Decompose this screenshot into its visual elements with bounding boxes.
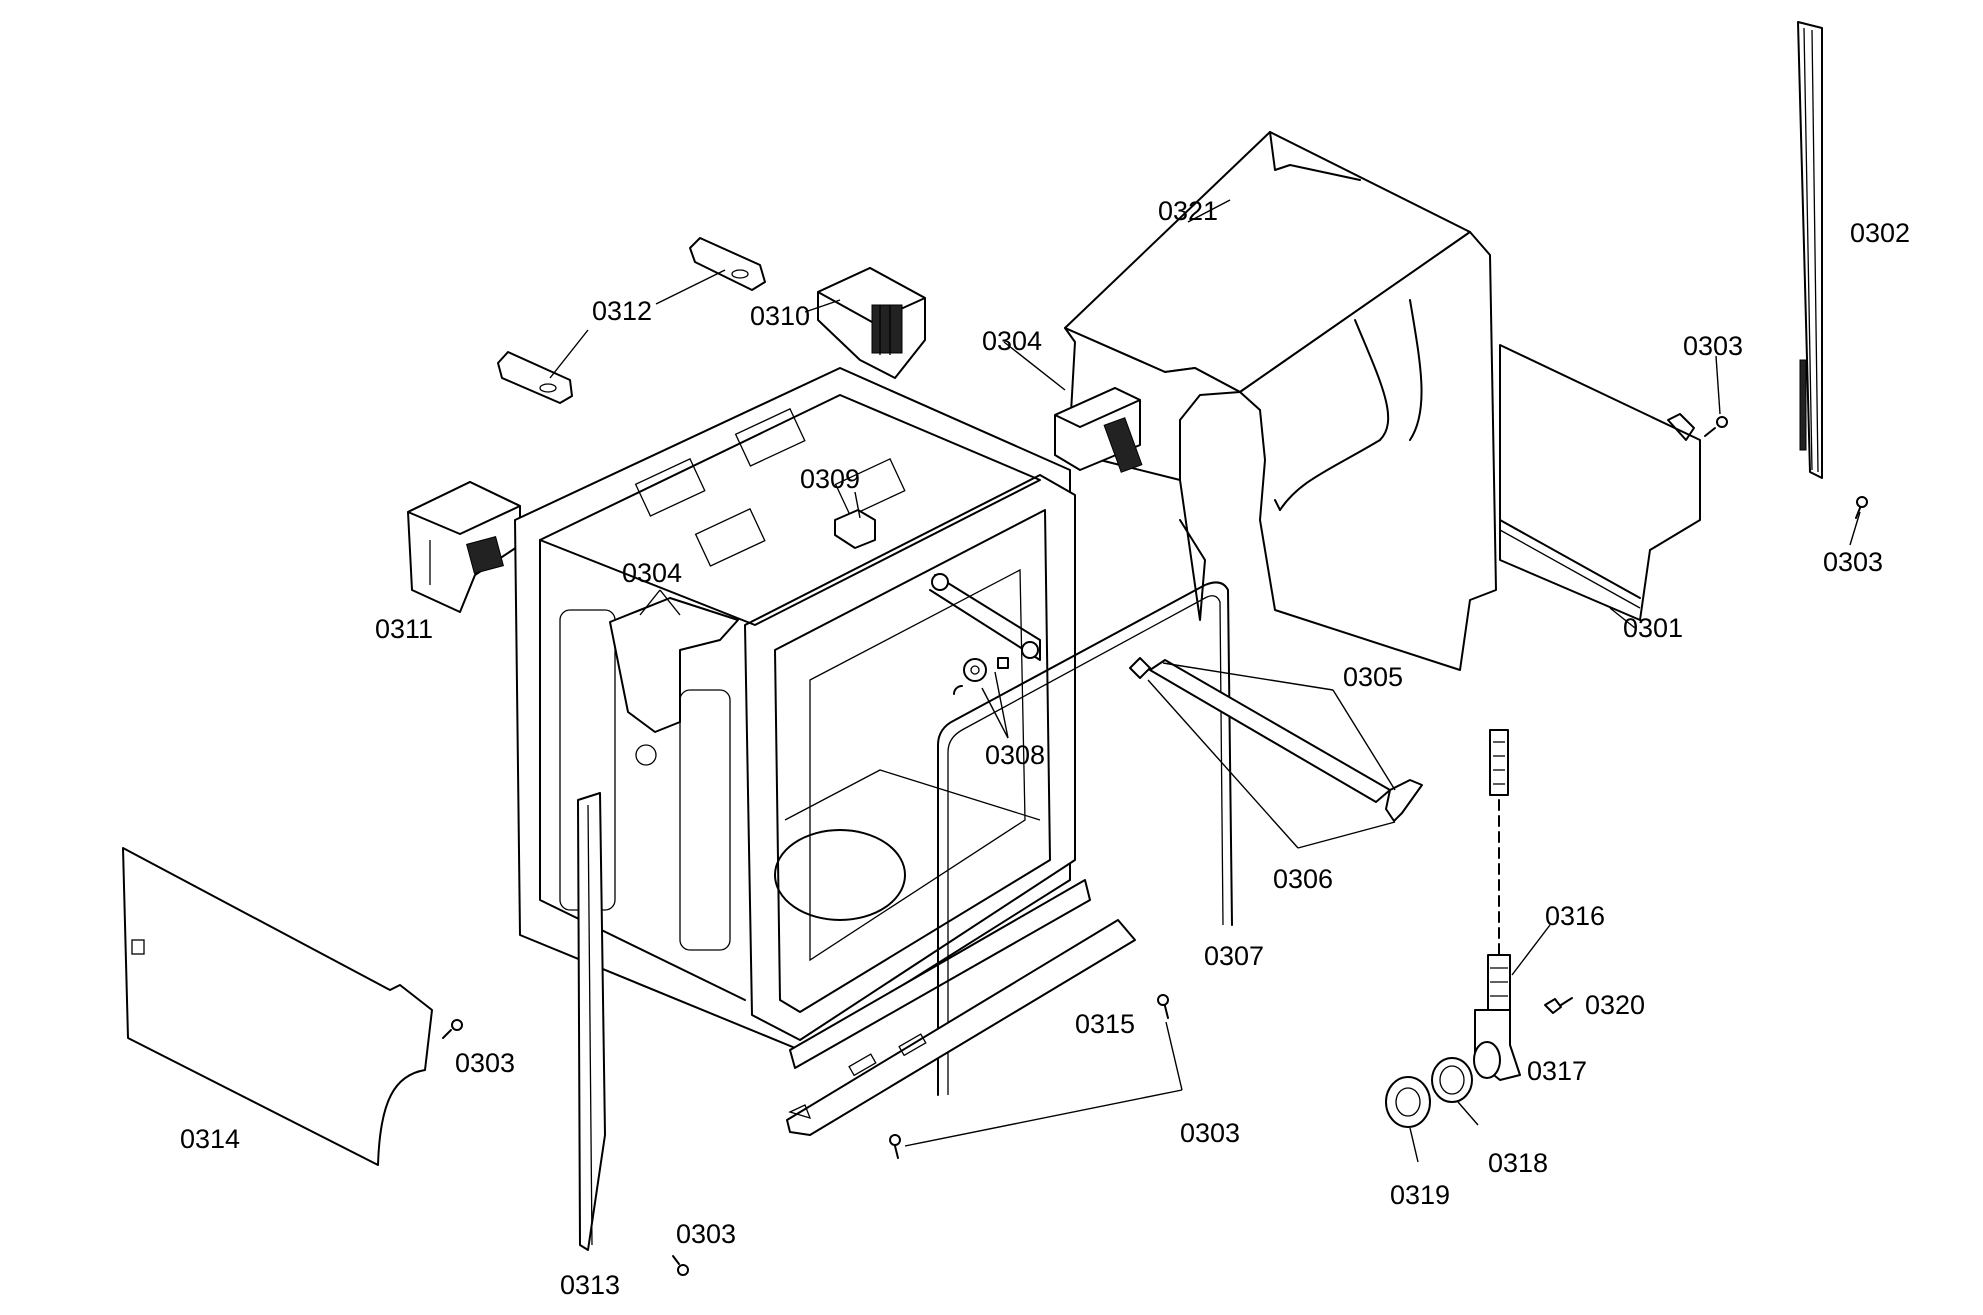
label-0304-upper: 0304: [982, 326, 1042, 356]
part-0304-bracket-upper: [1054, 387, 1143, 473]
part-0321-cover-box: [1064, 131, 1497, 671]
label-0303-b: 0303: [1823, 547, 1883, 577]
label-0305: 0305: [1343, 662, 1403, 692]
label-0317: 0317: [1527, 1056, 1587, 1086]
part-0310-connector-block: [817, 267, 926, 379]
part-0314-front-panel: [122, 847, 433, 1166]
label-0320: 0320: [1585, 990, 1645, 1020]
label-0302: 0302: [1850, 218, 1910, 248]
part-0312-plates: [497, 237, 766, 404]
part-0315-bottom-plate: [786, 919, 1136, 1136]
part-0320-screw: [1544, 997, 1573, 1014]
part-0303-screws: [442, 416, 1868, 1276]
part-0311-connector-block: [407, 481, 521, 613]
label-0304-lower: 0304: [622, 558, 682, 588]
part-0302-side-strip: [1797, 21, 1823, 479]
part-0307-door-seal: [937, 581, 1233, 1096]
label-0312: 0312: [592, 296, 652, 326]
label-0303-d: 0303: [1180, 1118, 1240, 1148]
label-0313: 0313: [560, 1270, 620, 1300]
part-0318-ring: [1431, 1057, 1473, 1103]
screw-bottom-left: [672, 1255, 689, 1276]
label-0303-c: 0303: [455, 1048, 515, 1078]
label-0307: 0307: [1204, 941, 1264, 971]
screw-plate-right: [1157, 994, 1169, 1019]
label-0310: 0310: [750, 301, 810, 331]
part-0316-hose: [1487, 729, 1511, 1016]
screw-far-right: [1855, 496, 1868, 519]
part-0304-bracket-lower: [609, 597, 739, 766]
screw-panel: [442, 1019, 463, 1039]
part-0308-hinge-parts: [929, 573, 1041, 695]
label-0306: 0306: [1273, 864, 1333, 894]
label-0318: 0318: [1488, 1148, 1548, 1178]
part-0301-rear-panel: [1499, 344, 1701, 621]
label-0314: 0314: [180, 1124, 240, 1154]
part-tub: [514, 367, 1091, 1069]
part-labels: 0301 0302 0303 0303 0303 0303 0303 0304 …: [180, 196, 1910, 1300]
label-0303-a: 0303: [1683, 331, 1743, 361]
label-0309: 0309: [800, 464, 860, 494]
part-0313-side-strip: [577, 792, 606, 1251]
part-0305-rail: [1129, 657, 1423, 822]
screw-right-top: [1704, 416, 1728, 437]
screw-plate-bottom: [889, 1134, 901, 1159]
label-0321: 0321: [1158, 196, 1218, 226]
part-0317-elbow: [1473, 1009, 1521, 1081]
label-0316: 0316: [1545, 901, 1605, 931]
label-0319: 0319: [1390, 1180, 1450, 1210]
label-0315: 0315: [1075, 1009, 1135, 1039]
part-0319-nut: [1385, 1076, 1431, 1128]
label-0303-e: 0303: [676, 1219, 736, 1249]
leader-lines: [549, 199, 1861, 1163]
label-0308: 0308: [985, 740, 1045, 770]
label-0301: 0301: [1623, 613, 1683, 643]
label-0311: 0311: [375, 614, 433, 644]
